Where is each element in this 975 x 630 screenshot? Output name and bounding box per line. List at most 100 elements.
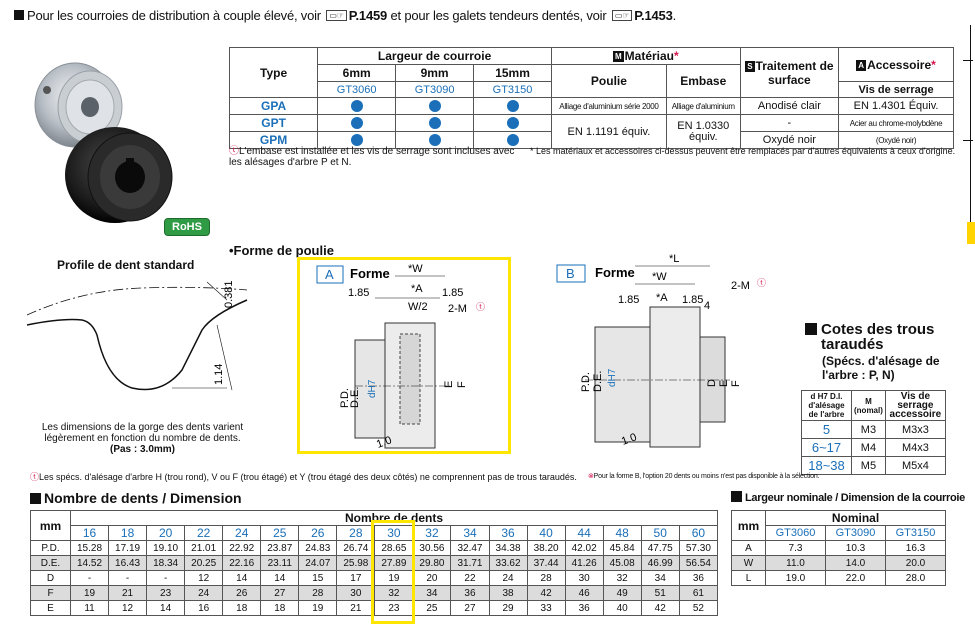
value-cell: 36	[678, 570, 719, 586]
value-cell: 49	[602, 585, 642, 601]
traitement-cell: Oxydé noir	[739, 131, 840, 149]
value-cell: 14	[260, 570, 300, 586]
dim-de: D.E.	[592, 371, 604, 392]
dim-w2: W/2	[408, 301, 428, 313]
top-note-middle: et pour les galets tendeurs dentés, voir	[390, 8, 607, 23]
vis-cell: M3x3	[884, 420, 946, 439]
bullet-square-icon	[30, 493, 41, 504]
forme-a-drawing: A Forme *W 1.85 *A 1.85 W/2 2-M ⓣ P.D. D…	[316, 263, 485, 451]
value-cell: 24.83	[298, 540, 338, 556]
value-cell: 26.74	[336, 540, 376, 556]
profile-desc-text: Les dimensions de la gorge des dents var…	[41, 422, 244, 444]
type-code[interactable]: GPT	[228, 114, 319, 132]
value-cell: 22.92	[222, 540, 262, 556]
dim-m: 2-M	[731, 280, 750, 292]
info-icon: ⓣ	[229, 146, 239, 157]
value-cell: 45.08	[602, 555, 642, 571]
value-cell: 32	[374, 585, 414, 601]
value-cell: 27	[260, 585, 300, 601]
dim-table-heading: Nombre de dents / Dimension	[30, 490, 242, 506]
accessoire-badge-icon: A	[856, 59, 867, 71]
dim-table-heading-text: Nombre de dents / Dimension	[44, 490, 242, 506]
belt-code: GT3060	[765, 525, 826, 541]
value-cell: 12	[108, 600, 148, 616]
tooth-profile-drawing: 0.381 1.14	[26, 280, 248, 391]
belt-code: GT3060	[317, 81, 397, 98]
value-cell: 20.0	[885, 555, 946, 571]
value-cell: 34	[412, 585, 452, 601]
page-ref-1453[interactable]: P.1453	[634, 8, 673, 23]
nominal-heading-text: Largeur nominale / Dimension de la courr…	[745, 492, 965, 504]
value-cell: 31.71	[450, 555, 490, 571]
page-ref-1459[interactable]: P.1459	[348, 8, 388, 23]
teeth-count-header: 50	[640, 525, 680, 541]
embase-cell: EN 1.0330 équiv.	[665, 114, 741, 149]
belt-code: GT3090	[395, 81, 475, 98]
value-cell: 51	[640, 585, 680, 601]
bore-cell: 6~17	[801, 438, 852, 457]
info-icon: ⓣ	[476, 302, 485, 312]
value-cell: 24	[184, 585, 224, 601]
teeth-count-header: 32	[412, 525, 452, 541]
dim-10: 1.0	[620, 431, 638, 448]
value-cell: 46.99	[640, 555, 680, 571]
value-cell: 25	[412, 600, 452, 616]
row-label: D.E.	[30, 555, 71, 571]
value-cell: 41.26	[564, 555, 604, 571]
note-forme-b: ⊗Pour la forme B, l'option 20 dents ou m…	[588, 472, 819, 480]
dim-185b: 1.85	[442, 287, 463, 299]
col-vis: Vis de serrage accessoire	[884, 390, 946, 421]
forme-b-tag: B	[566, 266, 575, 281]
catalog-page-icon: ▭☞	[326, 10, 347, 21]
poulie-cell: EN 1.1191 équiv.	[551, 114, 667, 149]
teeth-count-header: 30	[374, 525, 414, 541]
table-row: W 11.0 14.0 20.0	[731, 555, 946, 571]
value-cell: 18.34	[146, 555, 186, 571]
value-cell: 18	[222, 600, 262, 616]
col-bore: d H7 D.I. d'alésage de l'arbre	[801, 390, 852, 421]
forme-a-tag-box[interactable]	[316, 265, 344, 284]
forme-a-label: Forme	[350, 266, 390, 281]
value-cell: 24	[488, 570, 528, 586]
availability-cell	[395, 131, 475, 149]
value-cell: 16.43	[108, 555, 148, 571]
dim-185b: 1.85	[682, 294, 703, 306]
value-cell: 16	[184, 600, 224, 616]
value-cell: 23.11	[260, 555, 300, 571]
dim-m: 2-M	[448, 303, 467, 315]
value-cell: 32.47	[450, 540, 490, 556]
page-edge-marker	[967, 222, 975, 244]
value-cell: 19	[298, 600, 338, 616]
catalog-page-icon-2: ▭☞	[611, 10, 633, 21]
value-cell: 14	[146, 600, 186, 616]
top-note-suffix: .	[672, 8, 677, 23]
value-cell: 27	[450, 600, 490, 616]
available-dot-icon	[350, 117, 363, 130]
type-code[interactable]: GPM	[228, 131, 319, 149]
belt-code: GT3090	[825, 525, 886, 541]
belt-code: GT3150	[885, 525, 946, 541]
value-cell: 29	[488, 600, 528, 616]
forme-a-tag: A	[325, 267, 334, 282]
type-code[interactable]: GPA	[228, 97, 319, 115]
row-label: F	[30, 585, 71, 601]
materiau-label: Matériau	[624, 49, 675, 63]
value-cell: 12	[184, 570, 224, 586]
availability-cell	[317, 131, 397, 149]
accessoire-cell: EN 1.4301 Équiv.	[838, 97, 954, 115]
value-cell: 40	[602, 600, 642, 616]
dim-d: D	[706, 379, 718, 387]
value-cell: 26	[222, 585, 262, 601]
forme-b-tag-box[interactable]	[556, 264, 586, 283]
dim-w: *W	[652, 271, 667, 283]
value-cell: 14.52	[69, 555, 110, 571]
value-cell: 24.07	[298, 555, 338, 571]
availability-cell	[473, 131, 552, 149]
dim-pd: P.D.	[339, 388, 351, 408]
profile-pitch: (Pas : 3.0mm)	[109, 444, 176, 455]
info-icon: ⓣ	[30, 472, 40, 482]
